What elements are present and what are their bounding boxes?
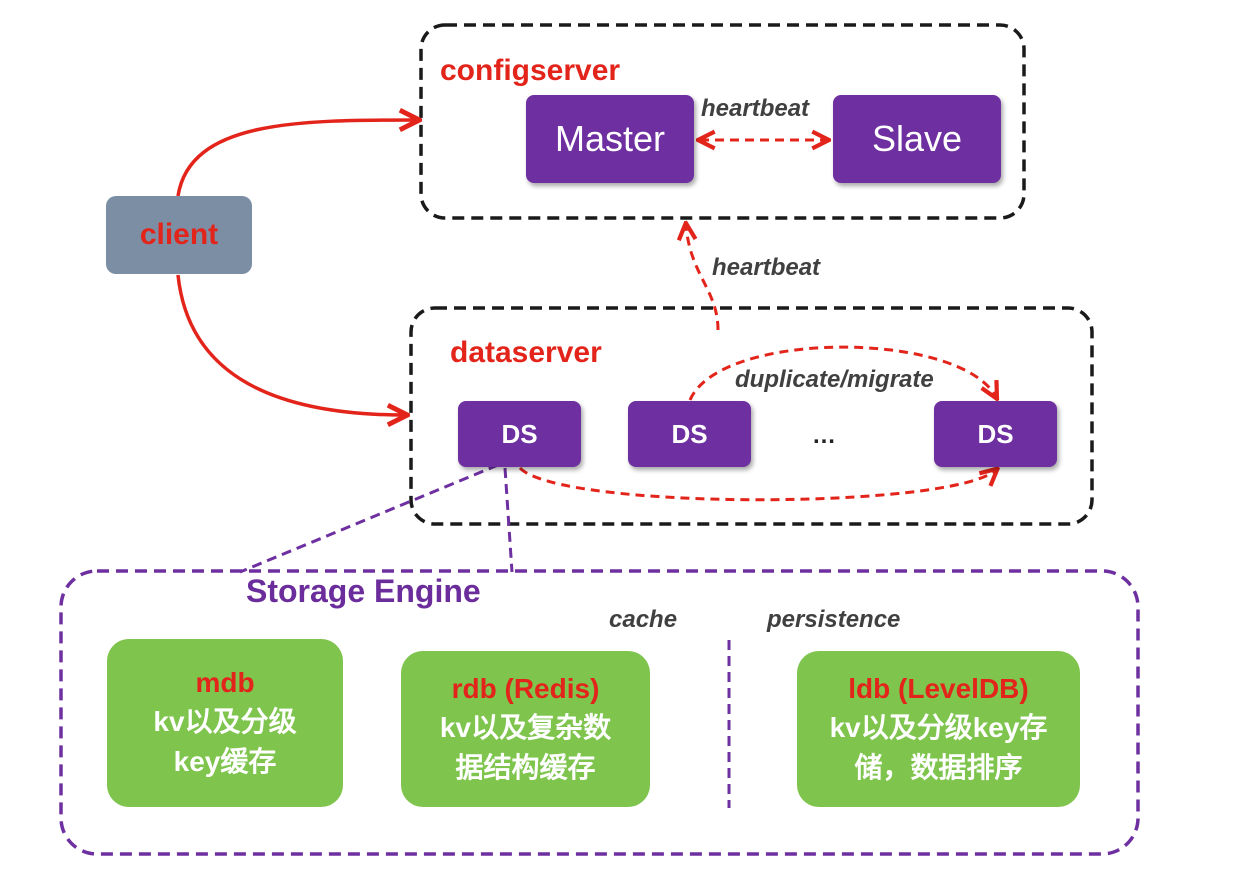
persistence-label: persistence <box>767 606 901 633</box>
ds-to-engine-link-right <box>503 467 514 573</box>
engine-ldb-desc-line-1: kv以及分级key存 <box>829 712 1048 743</box>
client-to-dataserver-arrow <box>176 274 405 415</box>
client-to-configserver-arrow <box>176 120 417 197</box>
engine-rdb-desc-line-1: kv以及复杂数 <box>439 712 612 743</box>
engine-mdb-name: mdb <box>195 667 255 698</box>
dataserver-heartbeat-label: heartbeat <box>712 254 821 281</box>
ds-node-2: DS <box>628 401 751 467</box>
configserver-group-border <box>419 23 1026 220</box>
engine-mdb: mdb kv以及分级 key缓存 <box>107 639 343 807</box>
engine-ldb-name: ldb (LevelDB) <box>848 673 1029 704</box>
engine-rdb-desc-line-2: 据结构缓存 <box>455 752 596 783</box>
ds-node-1: DS <box>458 401 581 467</box>
dataserver-heartbeat-arrow <box>686 225 720 331</box>
slave-node: Slave <box>833 95 1001 183</box>
ds-ellipsis: … <box>812 422 836 449</box>
engine-mdb-desc-line-2: key缓存 <box>173 746 277 777</box>
duplicate-migrate-arrow <box>688 345 996 400</box>
engine-mdb-desc-line-1: kv以及分级 <box>153 706 297 737</box>
ds-node-3: DS <box>934 401 1057 467</box>
client-node: client <box>106 196 252 274</box>
master-node: Master <box>526 95 694 183</box>
ds-to-engine-link-left <box>239 463 499 574</box>
cache-label: cache <box>609 606 678 633</box>
storage-engine-title: Storage Engine <box>246 573 481 609</box>
engine-ldb: ldb (LevelDB) kv以及分级key存 储，数据排序 <box>797 651 1080 807</box>
master-slave-heartbeat-label: heartbeat <box>701 95 810 122</box>
dataserver-title: dataserver <box>450 336 602 369</box>
storage-engine-group-border <box>59 569 1140 856</box>
configserver-title: configserver <box>440 54 621 87</box>
engine-rdb: rdb (Redis) kv以及复杂数 据结构缓存 <box>401 651 650 807</box>
engine-ldb-desc-line-2: 储，数据排序 <box>854 752 1023 783</box>
duplicate-migrate-label: duplicate/migrate <box>735 366 934 393</box>
ds-replication-arrow <box>518 468 996 502</box>
engine-rdb-name: rdb (Redis) <box>451 673 600 704</box>
